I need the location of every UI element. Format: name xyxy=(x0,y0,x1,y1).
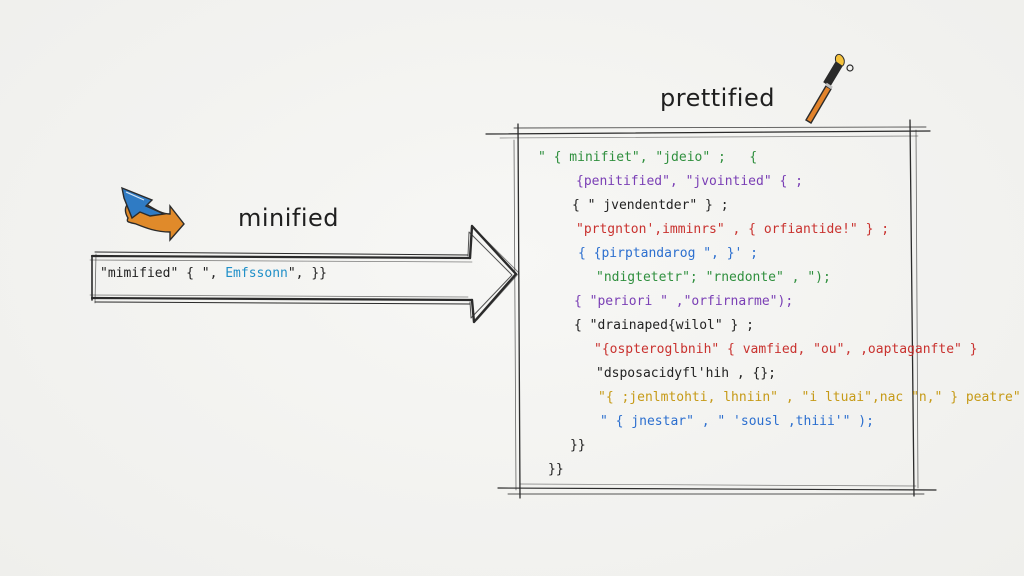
code-line-8: { "drainaped{wilol" } ; xyxy=(574,318,755,333)
minified-label: minified xyxy=(238,204,340,232)
code-line-3: { " jvendentder" } ; xyxy=(572,198,729,213)
minified-code-prefix: "mimified" { ", xyxy=(100,266,226,281)
code-line-1: " { minifiet", "jdeio" ; { xyxy=(538,150,758,165)
code-line-4: "prtgnton',imminrs" , { orfiantide!" } ; xyxy=(576,222,890,237)
code-line-6: "ndigtetetr"; "rnedonte" , "); xyxy=(596,270,831,285)
code-line-12: " { jnestar" , " 'sousl ,thiii'" ); xyxy=(600,414,874,429)
minified-code-line: "mimified" { ", Emfssonn", }} xyxy=(100,266,327,281)
minified-code-highlight: Emfssonn xyxy=(225,266,288,281)
code-line-7: { "periori " ,"orfirnarme"); xyxy=(574,294,794,309)
twisted-arrow-icon xyxy=(121,186,185,242)
prettified-code-box: " { minifiet", "jdeio" ; { {penitified",… xyxy=(518,134,1021,490)
code-line-10: "dsposacidyfl'hih , {}; xyxy=(596,366,777,381)
code-line-9: "{ospteroglbnih" { vamfied, "ou", ,oapta… xyxy=(594,342,978,357)
code-line-14: }} xyxy=(548,462,564,477)
code-box-frame xyxy=(485,119,937,499)
big-arrow xyxy=(89,224,520,324)
code-line-5: { {pirptandarog ", }' ; xyxy=(578,246,759,261)
code-line-2: {penitified", "jvointied" { ; xyxy=(576,174,803,189)
code-line-11: "{ ;jenlmtohti, lhniin" , "i ltuai",nac … xyxy=(598,390,1024,405)
minified-code-suffix: ", }} xyxy=(287,266,327,281)
paintbrush-icon xyxy=(805,53,854,124)
code-line-13: }} xyxy=(570,438,586,453)
prettified-label: prettified xyxy=(660,84,775,112)
